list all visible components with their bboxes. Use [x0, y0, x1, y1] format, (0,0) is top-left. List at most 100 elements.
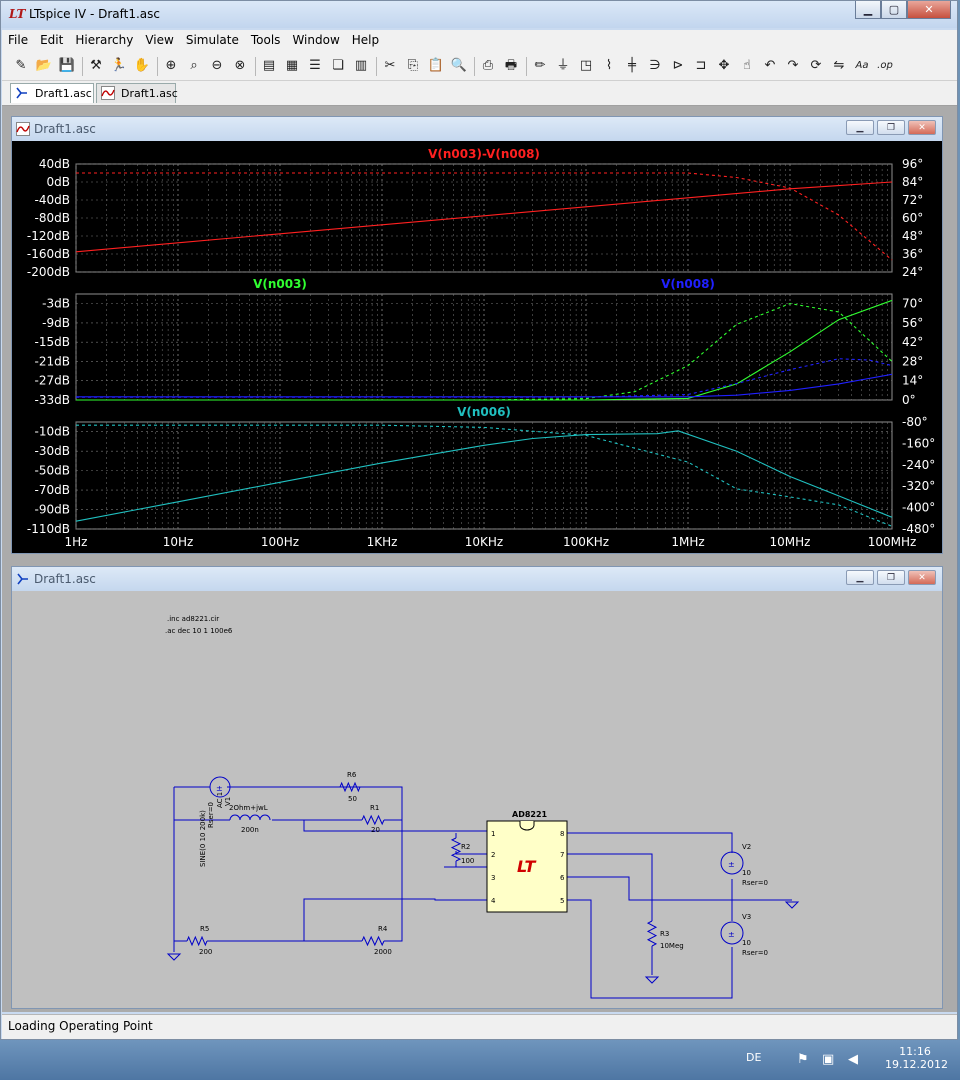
minimize-button[interactable]: ▁ [855, 1, 881, 19]
schematic-restore-button[interactable]: ❐ [877, 570, 905, 585]
menu-window[interactable]: Window [292, 33, 340, 47]
label-net-icon[interactable]: ◳ [579, 58, 593, 73]
y-tick-label: -9dB [42, 316, 70, 330]
grid-icon[interactable]: ▦ [285, 58, 299, 73]
y-tick-label: -21dB [35, 354, 70, 368]
inductor-icon[interactable]: ∋ [649, 58, 661, 73]
open-icon[interactable]: 📂 [35, 58, 53, 73]
plot-restore-button[interactable]: ❐ [877, 120, 905, 135]
new-schematic-icon[interactable]: ✎ [15, 58, 27, 73]
draw-wire-icon[interactable]: ✏ [534, 58, 546, 73]
move-icon[interactable]: ✥ [718, 58, 730, 73]
tab-waveform[interactable]: Draft1.asc [96, 83, 178, 103]
diode-icon[interactable]: ⊳ [672, 58, 684, 73]
resistor-r2 [450, 837, 462, 862]
x-tick-label: 10KHz [465, 535, 503, 549]
plot-close-button[interactable]: ✕ [908, 120, 936, 135]
mirror-icon[interactable]: ⇋ [833, 58, 845, 73]
volume-icon[interactable]: ◀ [848, 1052, 858, 1067]
component-icon[interactable]: ⊐ [695, 58, 707, 73]
redo-icon[interactable]: ↷ [787, 58, 799, 73]
ltspice-logo-icon: LT [9, 7, 26, 21]
zoom-in-icon[interactable]: ⊕ [165, 58, 177, 73]
y2-tick-label: 96° [902, 157, 923, 171]
flag-icon[interactable]: ⚑ [797, 1052, 809, 1067]
spice-directive-text: .inc ad8221.cir [167, 615, 219, 623]
print-icon[interactable]: 🖶 [504, 58, 518, 73]
menu-view[interactable]: View [145, 33, 174, 47]
component-ref: V2 [742, 843, 751, 851]
menu-simulate[interactable]: Simulate [185, 33, 239, 47]
spice-directive-icon[interactable]: .op [877, 60, 893, 71]
schematic-window-titlebar[interactable]: Draft1.asc ▁ ❐ ✕ [12, 567, 942, 591]
trace-vn003-phase [76, 303, 893, 401]
undo-icon[interactable]: ↶ [764, 58, 776, 73]
trace-title: V(n003) [253, 277, 307, 291]
network-icon[interactable]: ▣ [822, 1052, 835, 1067]
tile-horizontal-icon[interactable]: ☰ [309, 58, 321, 73]
status-text: Loading Operating Point [8, 1019, 153, 1033]
find-icon[interactable]: 🔍 [450, 58, 468, 73]
plot-window-titlebar[interactable]: Draft1.asc ▁ ❐ ✕ [12, 117, 942, 141]
clock-time: 11:16 [899, 1045, 931, 1058]
menu-tools[interactable]: Tools [250, 33, 281, 47]
ic-pin-number: 7 [560, 851, 564, 859]
y-tick-label: -200dB [27, 265, 70, 279]
maximize-button[interactable]: ▢ [881, 1, 907, 19]
zoom-out-icon[interactable]: ⊖ [211, 58, 223, 73]
tile-vertical-icon[interactable]: ▥ [354, 58, 368, 73]
zoom-pan-icon[interactable]: ⌕ [190, 58, 198, 73]
close-button[interactable]: ✕ [907, 1, 951, 19]
run-icon[interactable]: 🏃 [110, 58, 128, 73]
paste-icon[interactable]: 📋 [427, 58, 445, 73]
menu-edit[interactable]: Edit [40, 33, 64, 47]
y-tick-label: -160dB [27, 247, 70, 261]
trace-title: V(n003)-V(n008) [428, 147, 540, 161]
component-value: 50 [348, 795, 357, 803]
component-ref: R4 [378, 925, 388, 933]
menu-file[interactable]: File [8, 33, 29, 47]
drag-icon[interactable]: ☝ [743, 58, 751, 73]
cut-icon[interactable]: ✂ [384, 58, 396, 73]
text-icon[interactable]: Aa [855, 60, 869, 71]
voltage-source-v3 [720, 921, 744, 945]
autorange-icon[interactable]: ▤ [262, 58, 276, 73]
wire [455, 851, 487, 855]
resistor-r4 [361, 935, 385, 947]
resistor-icon[interactable]: ⌇ [605, 58, 613, 73]
y-tick-label: -70dB [35, 483, 70, 497]
clock[interactable]: 11:16 19.12.2012 [885, 1045, 948, 1071]
ground-icon[interactable]: ⏚ [556, 58, 570, 73]
component-value: Rser=0 [742, 949, 768, 957]
plot-minimize-button[interactable]: ▁ [846, 120, 874, 135]
waveform-plot[interactable]: 40dB0dB-40dB-80dB-120dB-160dB-200dB96°84… [12, 141, 942, 553]
schematic-minimize-button[interactable]: ▁ [846, 570, 874, 585]
waveform-icon [16, 122, 30, 136]
halt-icon[interactable]: ✋ [133, 58, 151, 73]
component-value: AC 1 [216, 792, 224, 808]
print-setup-icon[interactable]: ⎙ [482, 58, 494, 73]
copy-icon[interactable]: ⎘ [407, 58, 419, 73]
zoom-cancel-icon[interactable]: ⊗ [234, 58, 246, 73]
trace-title: V(n008) [661, 277, 715, 291]
component-value: 200 [199, 948, 212, 956]
language-indicator[interactable]: DE [746, 1051, 762, 1064]
cascade-icon[interactable]: ❏ [332, 58, 344, 73]
rotate-icon[interactable]: ⟳ [810, 58, 822, 73]
ic-pin-number: 2 [491, 851, 495, 859]
ic-notch [519, 821, 535, 831]
status-bar: Loading Operating Point [2, 1014, 957, 1039]
save-icon[interactable]: 💾 [58, 58, 76, 73]
title-bar[interactable]: LT LTspice IV - Draft1.asc ▁ ▢ ✕ [1, 1, 957, 28]
schematic-close-button[interactable]: ✕ [908, 570, 936, 585]
menu-hierarchy[interactable]: Hierarchy [75, 33, 134, 47]
ic-pin-number: 8 [560, 830, 564, 838]
y2-tick-label: 28° [902, 354, 923, 368]
tab-schematic[interactable]: Draft1.asc [10, 83, 94, 103]
ground-symbol [784, 901, 800, 909]
menu-help[interactable]: Help [351, 33, 380, 47]
tab-schematic-label: Draft1.asc [35, 87, 92, 100]
capacitor-icon[interactable]: ╪ [628, 58, 636, 73]
control-panel-icon[interactable]: ⚒ [90, 58, 102, 73]
